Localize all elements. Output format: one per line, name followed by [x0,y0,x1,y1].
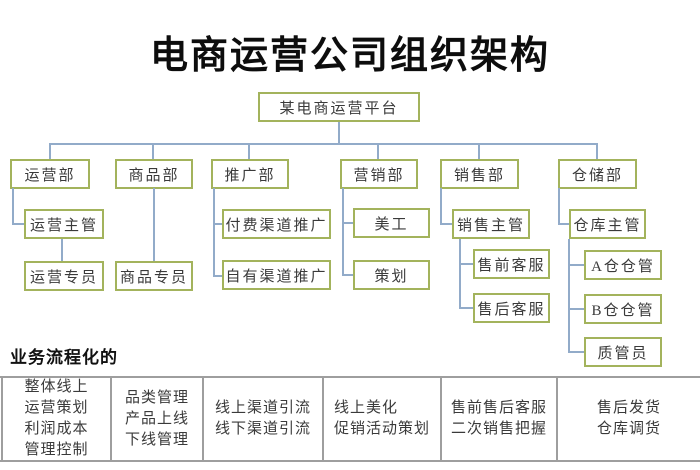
org-root-box: 某电商运营平台 [258,92,420,122]
process-cell-line: 售前售后客服 [450,400,547,416]
connector-line [152,144,154,159]
process-cell: 售后发货 仓库调货 [558,378,700,460]
connector-line [459,307,473,309]
process-cell-line: 促销活动策划 [333,421,430,437]
process-cell-line: 售后发货 [596,400,661,416]
table-border-line [110,376,112,462]
process-cell-line: 管理控制 [24,442,89,458]
role-box-designer: 美工 [353,208,430,238]
connector-line [568,351,584,353]
connector-line [213,188,215,277]
process-section-heading: 业务流程化的 [10,348,118,367]
connector-line [558,223,569,225]
process-cell: 售前售后客服 二次销售把握 [442,378,556,460]
process-cell-line: 利润成本 [24,421,89,437]
page-title: 电商运营公司组织架构 [149,35,550,77]
dept-box-warehouse: 仓储部 [558,159,637,189]
table-border-line [322,376,324,462]
process-cell-line: 整体线上 [24,379,89,395]
connector-line [440,188,442,224]
process-cell: 品类管理 产品上线 下线管理 [112,378,202,460]
connector-line [459,263,473,265]
role-box-planner: 策划 [353,260,430,290]
process-cell-line: 仓库调货 [596,421,661,437]
role-box-aftersales-service: 售后客服 [473,293,550,323]
role-box-paid-channel-promotion: 付费渠道推广 [222,209,331,239]
connector-line [213,275,223,277]
table-border-line [1,376,3,462]
connector-line [596,144,598,159]
table-border-line [0,376,700,378]
connector-line [49,144,51,159]
process-cell: 整体线上 运营策划 利润成本 管理控制 [3,378,110,460]
process-cell-line: 品类管理 [124,389,189,406]
connector-line [213,223,223,225]
process-cell-line: 二次销售把握 [450,421,547,437]
connector-line [459,239,461,309]
process-cell-line: 线上渠道引流 [214,400,311,416]
process-cell: 线上渠道引流 线下渠道引流 [204,378,322,460]
role-box-warehouse-a-keeper: A仓仓管 [584,250,662,280]
role-box-own-channel-promotion: 自有渠道推广 [222,260,331,290]
connector-line [377,144,379,159]
table-border-line [202,376,204,462]
connector-line [61,239,63,261]
table-border-line [440,376,442,462]
dept-box-merchandise: 商品部 [115,159,193,189]
table-border-line [556,376,558,462]
table-border-line [0,460,700,462]
process-cell: 线上美化 促销活动策划 [324,378,440,460]
connector-line [153,188,155,261]
dept-box-marketing: 营销部 [340,159,418,189]
role-box-operations-supervisor: 运营主管 [24,209,104,239]
dept-box-operations: 运营部 [10,159,90,189]
connector-line [12,188,14,225]
dept-box-promotion: 推广部 [211,159,289,189]
process-cell-line: 产品上线 [124,410,189,427]
connector-line [338,122,340,144]
connector-line [12,223,24,225]
connector-line [49,143,598,145]
process-cell-line: 运营策划 [24,400,89,416]
role-box-merchandise-specialist: 商品专员 [115,261,193,291]
connector-line [248,144,250,159]
dept-box-sales: 销售部 [440,159,519,189]
process-cell-line: 下线管理 [124,431,189,448]
process-cell-line: 线上美化 [333,400,398,416]
role-box-presales-service: 售前客服 [473,249,550,279]
connector-line [342,274,353,276]
connector-line [568,308,584,310]
connector-line [342,222,353,224]
connector-line [440,223,452,225]
process-cell-line: 线下渠道引流 [214,421,311,437]
role-box-warehouse-supervisor: 仓库主管 [569,209,646,239]
role-box-sales-supervisor: 销售主管 [452,209,530,239]
connector-line [342,188,344,276]
role-box-operations-specialist: 运营专员 [24,261,104,291]
role-box-warehouse-b-keeper: B仓仓管 [584,294,662,324]
role-box-qc-inspector: 质管员 [584,337,662,367]
connector-line [558,188,560,224]
connector-line [568,239,570,353]
connector-line [568,264,584,266]
connector-line [478,144,480,159]
